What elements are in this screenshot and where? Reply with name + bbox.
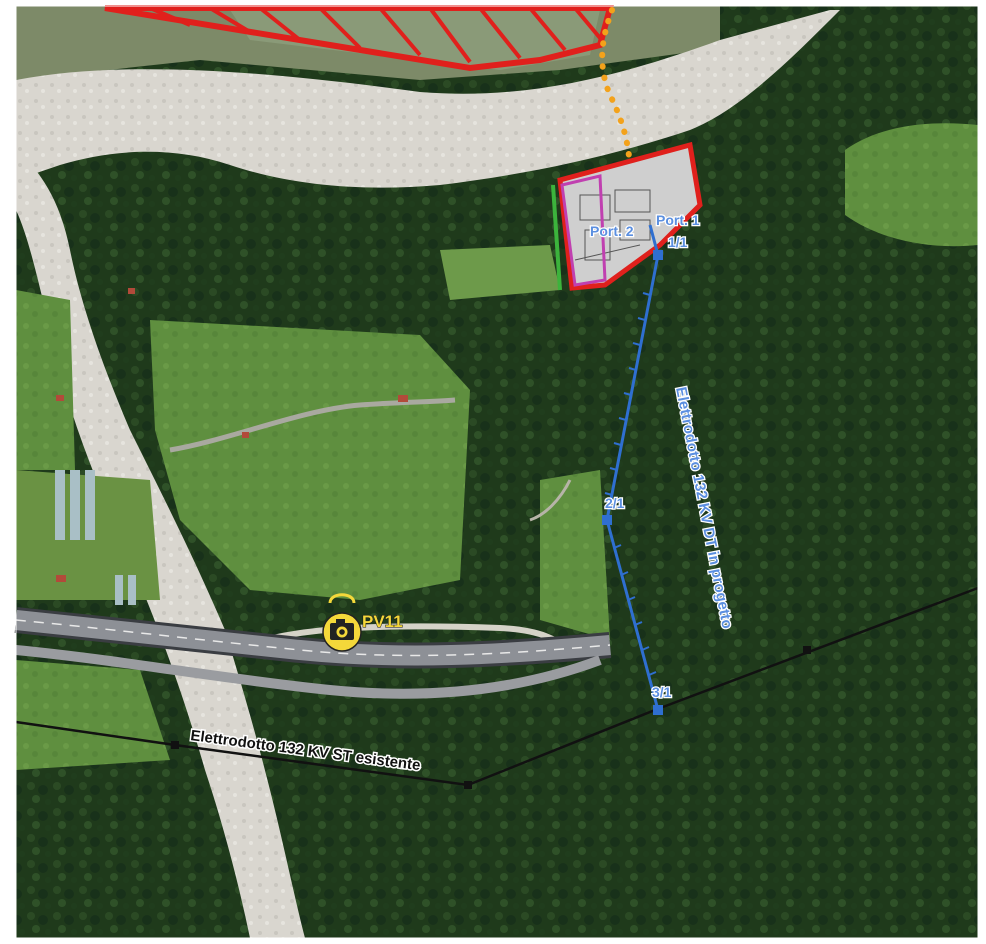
buildings — [56, 288, 408, 582]
viewpoint-pv11[interactable]: PV11 — [322, 593, 403, 652]
small-meadow — [540, 470, 610, 640]
existing-pylon — [464, 781, 472, 789]
river-gravel-bed — [16, 10, 840, 188]
camera-icon — [330, 619, 354, 640]
lower-left-meadow — [16, 660, 170, 770]
label-pylon-2: 2/1 — [605, 495, 625, 511]
image-border — [15, 5, 979, 939]
track — [529, 479, 572, 522]
label-port1: Port. 1 — [656, 212, 700, 228]
pylon-1 — [653, 250, 663, 260]
inner-outline — [560, 174, 607, 287]
pylon-2 — [602, 515, 612, 525]
village-fields — [230, 10, 600, 70]
greenhouses — [55, 470, 136, 605]
substation — [551, 141, 703, 291]
right-meadow — [845, 123, 978, 247]
substation-meadow — [440, 245, 560, 300]
new-line — [602, 224, 663, 715]
label-pylon-3: 3/1 — [652, 684, 672, 700]
existing-pylon — [803, 646, 811, 654]
orange-route — [562, 7, 634, 228]
river-channel — [16, 150, 305, 938]
motorway-ramp — [15, 645, 602, 699]
label-port2: Port. 2 — [590, 223, 634, 239]
pylon-3 — [653, 705, 663, 715]
label-pylon-1: 1/1 — [668, 234, 688, 250]
substation-outline — [557, 141, 703, 291]
left-meadow — [16, 290, 75, 470]
central-meadow — [150, 320, 470, 600]
motorway-lanes — [15, 610, 611, 666]
label-pv11: PV11 — [362, 612, 403, 631]
existing-pylon — [171, 741, 179, 749]
existing-line — [15, 586, 979, 789]
green-outline — [551, 184, 562, 291]
local-road — [169, 397, 456, 453]
